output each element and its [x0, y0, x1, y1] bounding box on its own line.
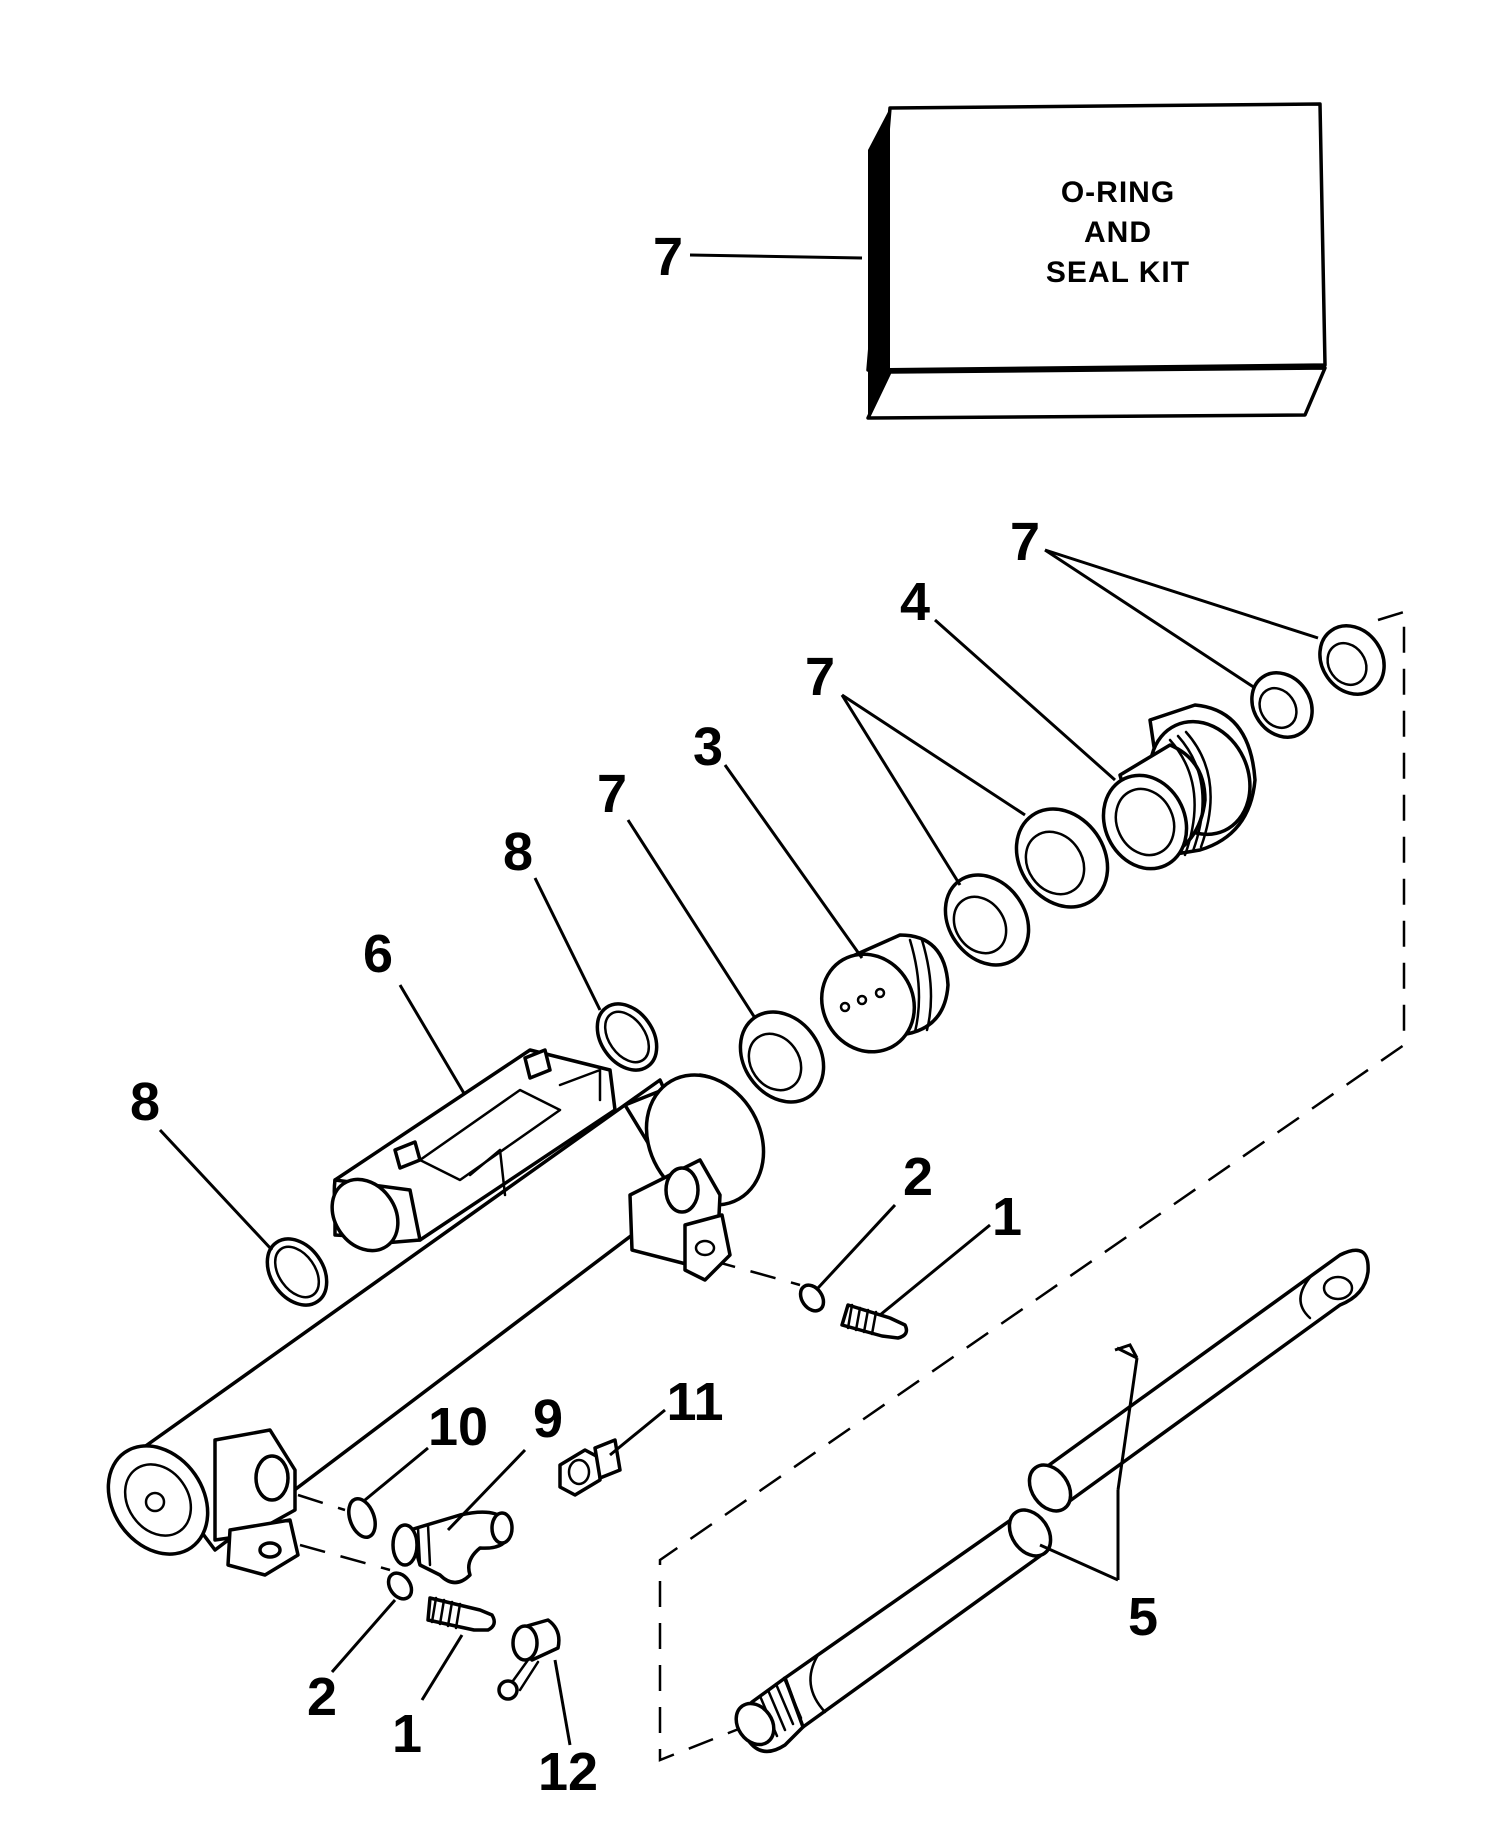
assembly-dashed-left-oring [297, 1493, 346, 1512]
seal-mid-b [1014, 807, 1110, 909]
leader-rod-b [1039, 1543, 1119, 1582]
callout-manifold: 6 [363, 924, 393, 984]
end-cap [1101, 703, 1257, 871]
callout-nut: 11 [666, 1372, 723, 1432]
seal-top-a [1250, 671, 1314, 739]
cap [497, 1618, 561, 1701]
seal-mid-a [943, 873, 1031, 967]
callout-washer-left: 2 [307, 1667, 337, 1727]
callout-oring-upper: 8 [503, 822, 533, 882]
leader-kit [689, 253, 863, 260]
callout-piston: 3 [693, 717, 723, 777]
oring-small [347, 1497, 377, 1539]
callout-kit: 7 [653, 227, 683, 287]
cylinder-body [106, 1073, 766, 1577]
leader-oring-upper [533, 877, 602, 1011]
leader-elbow [446, 1448, 527, 1532]
callout-screw-right: 1 [992, 1187, 1022, 1247]
callout-rod: 5 [1128, 1587, 1158, 1647]
manifold [330, 1048, 617, 1253]
callout-seal-single: 7 [597, 764, 627, 824]
callout-end-cap: 4 [900, 572, 930, 632]
leader-seal-top-a [1044, 548, 1256, 690]
leader-screw-left [420, 1634, 464, 1701]
callout-oring-small: 10 [428, 1397, 488, 1457]
leader-washer-left [330, 1599, 397, 1673]
leader-oring-lower [158, 1128, 274, 1252]
leader-manifold [398, 984, 467, 1096]
leader-washer-right [816, 1203, 897, 1290]
assembly-dashed-outline [658, 610, 1406, 1762]
washer-left [386, 1571, 414, 1601]
screw-left [426, 1596, 496, 1632]
callout-washer-right: 2 [903, 1147, 933, 1207]
leader-nut [609, 1408, 666, 1457]
assembly-dashed-right-screw [709, 1258, 801, 1287]
callout-seal-mid: 7 [805, 647, 835, 707]
screw-right [840, 1303, 909, 1340]
nut-fitting [558, 1438, 622, 1497]
leader-end-cap [934, 618, 1116, 782]
kit-label-line2: AND [1084, 216, 1152, 249]
callout-screw-left: 1 [392, 1704, 422, 1764]
leader-seal-top-b [1044, 548, 1319, 640]
leader-seal-mid-b [841, 693, 1026, 817]
elbow-fitting [391, 1510, 514, 1585]
assembly-dashed-left-screw [299, 1543, 391, 1572]
callout-oring-lower: 8 [130, 1072, 160, 1132]
leader-seal-mid-a [840, 694, 962, 886]
leader-oring-small [364, 1446, 429, 1502]
callout-elbow: 9 [533, 1389, 563, 1449]
seal-kit-box: O-RING AND SEAL KIT [866, 102, 1327, 420]
washer-right [798, 1283, 826, 1313]
callout-seal-top: 7 [1010, 512, 1040, 572]
seal-top-b [1318, 624, 1386, 696]
leader-rod-upper-2 [1116, 1346, 1138, 1360]
leader-rod-a [1116, 1357, 1139, 1491]
oring-lower [265, 1237, 329, 1307]
piston [819, 933, 950, 1054]
leader-seal-single [626, 819, 757, 1019]
kit-label-line3: SEAL KIT [1046, 256, 1190, 289]
piston-rod [734, 1248, 1370, 1754]
leader-piston [723, 764, 864, 959]
callout-cap: 12 [538, 1742, 598, 1802]
leader-screw-right [879, 1223, 991, 1317]
kit-label-line1: O-RING [1061, 176, 1175, 209]
leader-cap [553, 1659, 572, 1746]
oring-upper [595, 1002, 659, 1072]
